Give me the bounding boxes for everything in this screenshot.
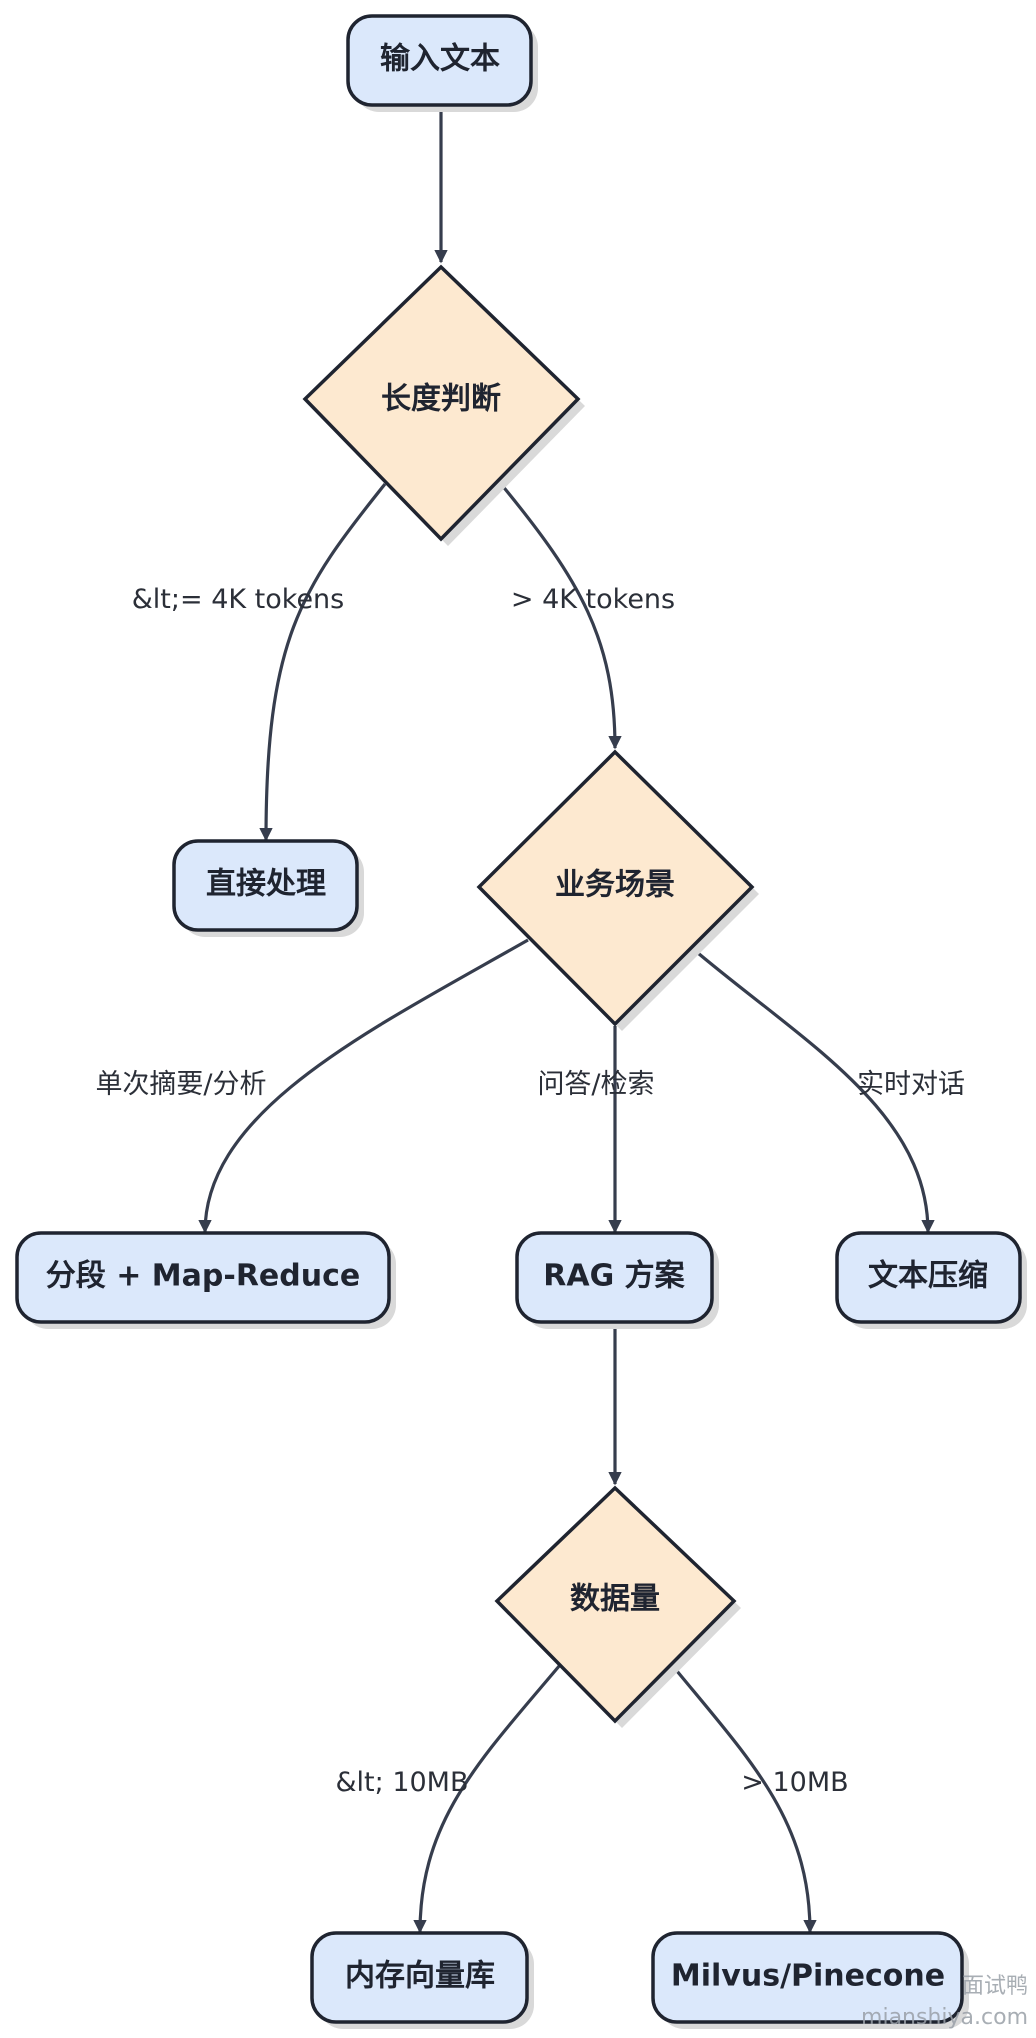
edge-labels: &lt;= 4K tokens > 4K tokens 单次摘要/分析 问答/检…	[95, 584, 965, 1798]
edge-scenario-to-mapreduce	[198, 938, 529, 1234]
node-label-memory: 内存向量库	[345, 1959, 495, 1994]
node-label-direct: 直接处理	[206, 867, 326, 902]
edge-scenario-to-compress	[690, 946, 935, 1234]
edge-label-lt10mb: &lt; 10MB	[336, 1767, 469, 1798]
watermark-line1: 面试鸭	[962, 1974, 1028, 1999]
edges	[198, 108, 935, 1934]
node-memory: 内存向量库	[310, 1931, 534, 2029]
node-label-length: 长度判断	[381, 382, 501, 417]
edge-label-realtime: 实时对话	[857, 1069, 965, 1100]
edge-datasize-to-milvus	[670, 1663, 817, 1934]
node-milvus: Milvus/Pinecone	[651, 1931, 969, 2029]
watermark: 面试鸭 mianshiya.com	[861, 1974, 1028, 2030]
node-mapreduce: 分段 + Map-Reduce	[15, 1231, 396, 1329]
edge-label-le4k: &lt;= 4K tokens	[132, 584, 344, 615]
edge-label-qa: 问答/检索	[537, 1069, 654, 1100]
node-label-scenario: 业务场景	[555, 868, 675, 903]
edge-length-to-direct	[259, 482, 387, 842]
edge-datasize-to-memory	[413, 1663, 562, 1934]
node-rag: RAG 方案	[515, 1231, 719, 1329]
node-datasize-decision: 数据量	[494, 1485, 741, 1728]
edge-length-to-scenario	[499, 482, 622, 750]
node-compress: 文本压缩	[835, 1231, 1027, 1329]
node-label-datasize: 数据量	[570, 1582, 660, 1617]
edge-label-gt4k: > 4K tokens	[511, 584, 675, 615]
node-direct: 直接处理	[172, 839, 364, 937]
edge-label-gt10mb: > 10MB	[741, 1767, 848, 1798]
node-label-milvus: Milvus/Pinecone	[671, 1959, 945, 1994]
node-input: 输入文本	[346, 14, 538, 112]
node-scenario-decision: 业务场景	[476, 749, 759, 1031]
node-label-compress: 文本压缩	[868, 1259, 988, 1294]
node-label-rag: RAG 方案	[543, 1259, 685, 1294]
node-label-input: 输入文本	[380, 42, 500, 77]
node-length-decision: 长度判断	[302, 264, 585, 546]
watermark-line2: mianshiya.com	[861, 2005, 1028, 2030]
node-label-mapreduce: 分段 + Map-Reduce	[46, 1259, 360, 1294]
edge-label-summary: 单次摘要/分析	[95, 1069, 266, 1100]
